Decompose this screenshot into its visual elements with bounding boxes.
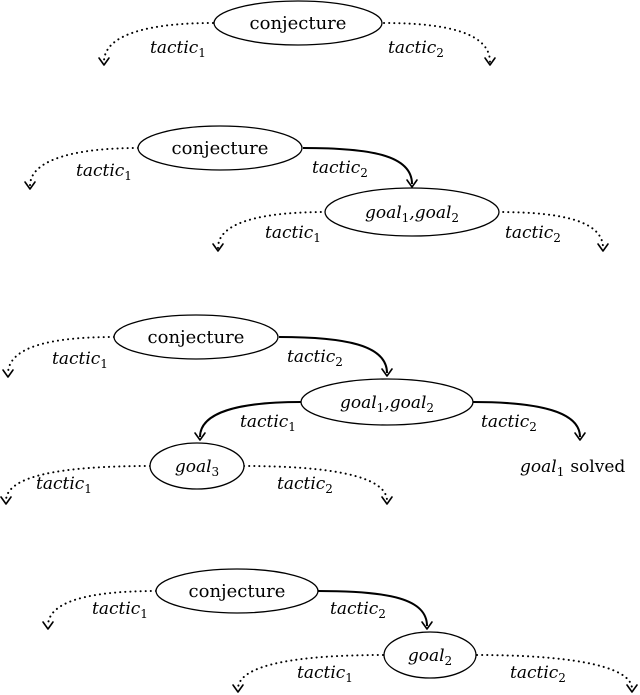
- conjecture-label: conjecture: [189, 581, 286, 602]
- solid-arrowhead: [194, 432, 206, 441]
- panel-1: conjecture tactic1 tactic2: [98, 0, 496, 66]
- dotted-arrowhead: [98, 57, 110, 66]
- tactic-2-label: tactic2: [388, 38, 444, 60]
- conjecture-node: [113, 314, 279, 360]
- tactic-1-dotted-branch: [217, 211, 327, 249]
- tactic-2-label: tactic2: [312, 158, 368, 180]
- tactic-2-solid-branch: [278, 336, 388, 374]
- tactic-1-label: tactic1: [76, 161, 132, 183]
- tactic-2-solid-branch: [317, 590, 428, 627]
- goal-2-label: goal2: [408, 646, 452, 668]
- dotted-arrowhead: [381, 496, 393, 505]
- tactic-1-dotted-branch: [29, 147, 139, 187]
- solid-arrowhead: [381, 368, 393, 377]
- conjecture-label: conjecture: [250, 13, 347, 34]
- conjecture-label: conjecture: [172, 138, 269, 159]
- dotted-arrowhead: [24, 181, 36, 190]
- tactic-1-label: tactic1: [52, 349, 108, 371]
- goal-1-goal-2-node: [300, 378, 474, 426]
- conjecture-label: conjecture: [148, 327, 245, 348]
- dotted-arrowhead: [42, 621, 54, 630]
- tactic-1-label: tactic1: [150, 38, 206, 60]
- conjecture-node: [213, 0, 383, 46]
- solid-arrowhead: [406, 179, 418, 188]
- tactic-2-solid-branch: [302, 147, 413, 185]
- tactic-2-label: tactic2: [287, 347, 343, 369]
- dotted-arrowhead: [0, 496, 12, 505]
- tactic-2-dotted-branch: [383, 22, 491, 63]
- tactic-1-dotted-branch: [237, 654, 384, 690]
- tactic-1-label: tactic1: [92, 599, 148, 621]
- tactic-1-solid-branch: [199, 401, 302, 438]
- tactic-1-label: tactic1: [36, 474, 92, 496]
- tactic-2-dotted-branch: [497, 211, 604, 249]
- goal-3-node: [149, 442, 245, 490]
- tactic-2-solid-branch: [472, 401, 581, 438]
- dotted-arrowhead: [212, 243, 224, 252]
- panel-2: conjecture tactic1 tactic2 goal1,goal2 t…: [24, 125, 609, 252]
- tactic-1-dotted-branch: [7, 336, 115, 375]
- goal-1-goal-2-label: goal1,goal2: [365, 203, 459, 225]
- tactic-1-dotted-branch: [5, 465, 151, 502]
- goal-2-node: [383, 631, 477, 679]
- tactic-2-label: tactic2: [481, 412, 537, 434]
- goal-1-goal-2-node: [324, 187, 500, 237]
- tactic-2-label: tactic2: [330, 599, 386, 621]
- dotted-arrowhead: [484, 57, 496, 66]
- conjecture-node: [155, 568, 319, 614]
- tactic-2-label: tactic2: [510, 663, 566, 685]
- conjecture-node: [137, 125, 303, 171]
- tactic-1-label: tactic1: [297, 663, 353, 685]
- dotted-arrowhead: [626, 684, 638, 693]
- panel-3: conjecture tactic1 tactic2 goal1,goal2 t…: [0, 314, 625, 505]
- tactic-1-label: tactic1: [265, 223, 321, 245]
- panel-4: conjecture tactic1 tactic2 goal2 tactic1…: [42, 568, 638, 693]
- solid-arrowhead: [421, 621, 433, 630]
- solid-arrowhead: [574, 432, 586, 441]
- tactic-1-dotted-branch: [103, 22, 214, 63]
- tactic-1-dotted-branch: [47, 590, 157, 627]
- tactic-2-label: tactic2: [277, 474, 333, 496]
- tactic-1-label: tactic1: [240, 412, 296, 434]
- dotted-arrowhead: [597, 243, 609, 252]
- dotted-arrowhead: [232, 684, 244, 693]
- dotted-arrowhead: [2, 369, 14, 378]
- tactic-2-label: tactic2: [505, 223, 561, 245]
- goal-3-label: goal3: [175, 457, 219, 479]
- goal-1-goal-2-label: goal1,goal2: [340, 393, 434, 415]
